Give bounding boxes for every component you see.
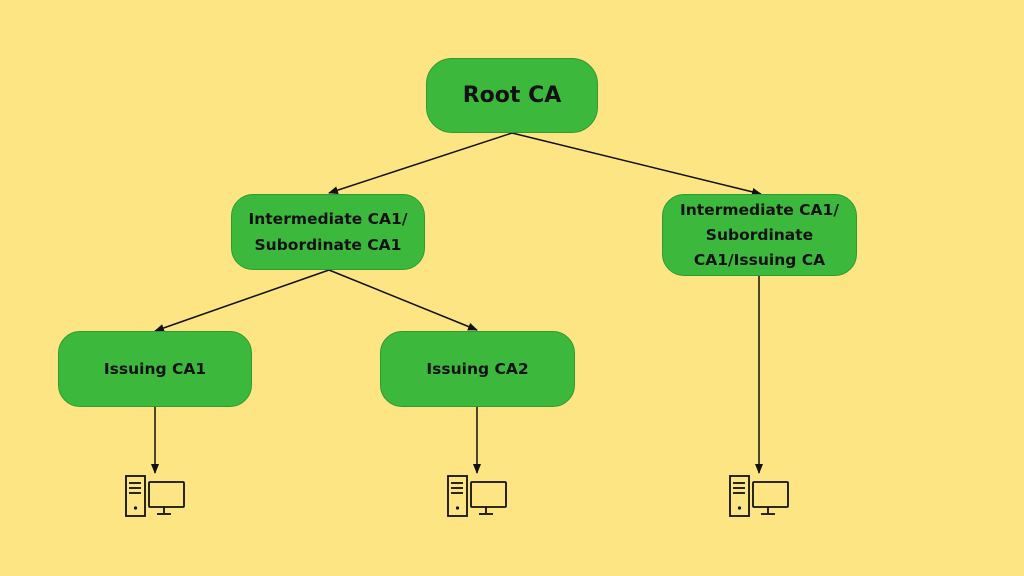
issuing-ca1-node: Issuing CA1	[58, 331, 252, 407]
root-ca-node: Root CA	[426, 58, 598, 133]
root-ca-label: Root CA	[462, 83, 562, 108]
edge-root-to-intermediate-right	[511, 132, 762, 196]
issuing-ca2-node: Issuing CA2	[380, 331, 575, 407]
intermediate-ca-left-label: Intermediate CA1/ Subordinate CA1	[248, 210, 408, 254]
issuing-ca1-label: Issuing CA1	[103, 360, 207, 378]
intermediate-ca-left-node: Intermediate CA1/ Subordinate CA1	[231, 194, 425, 270]
edge-intermediate-to-issuing-2	[328, 269, 478, 331]
computer-icon	[125, 475, 185, 517]
intermediate-ca-right-label: Intermediate CA1/ Subordinate CA1/Issuin…	[679, 200, 840, 269]
edge-intermediate-to-issuing-1	[154, 269, 330, 332]
edge-root-to-intermediate-left	[328, 132, 513, 194]
computer-icon	[447, 475, 507, 517]
computer-icon	[729, 475, 789, 517]
issuing-ca2-label: Issuing CA2	[426, 360, 529, 378]
intermediate-ca-right-node: Intermediate CA1/ Subordinate CA1/Issuin…	[662, 194, 857, 276]
